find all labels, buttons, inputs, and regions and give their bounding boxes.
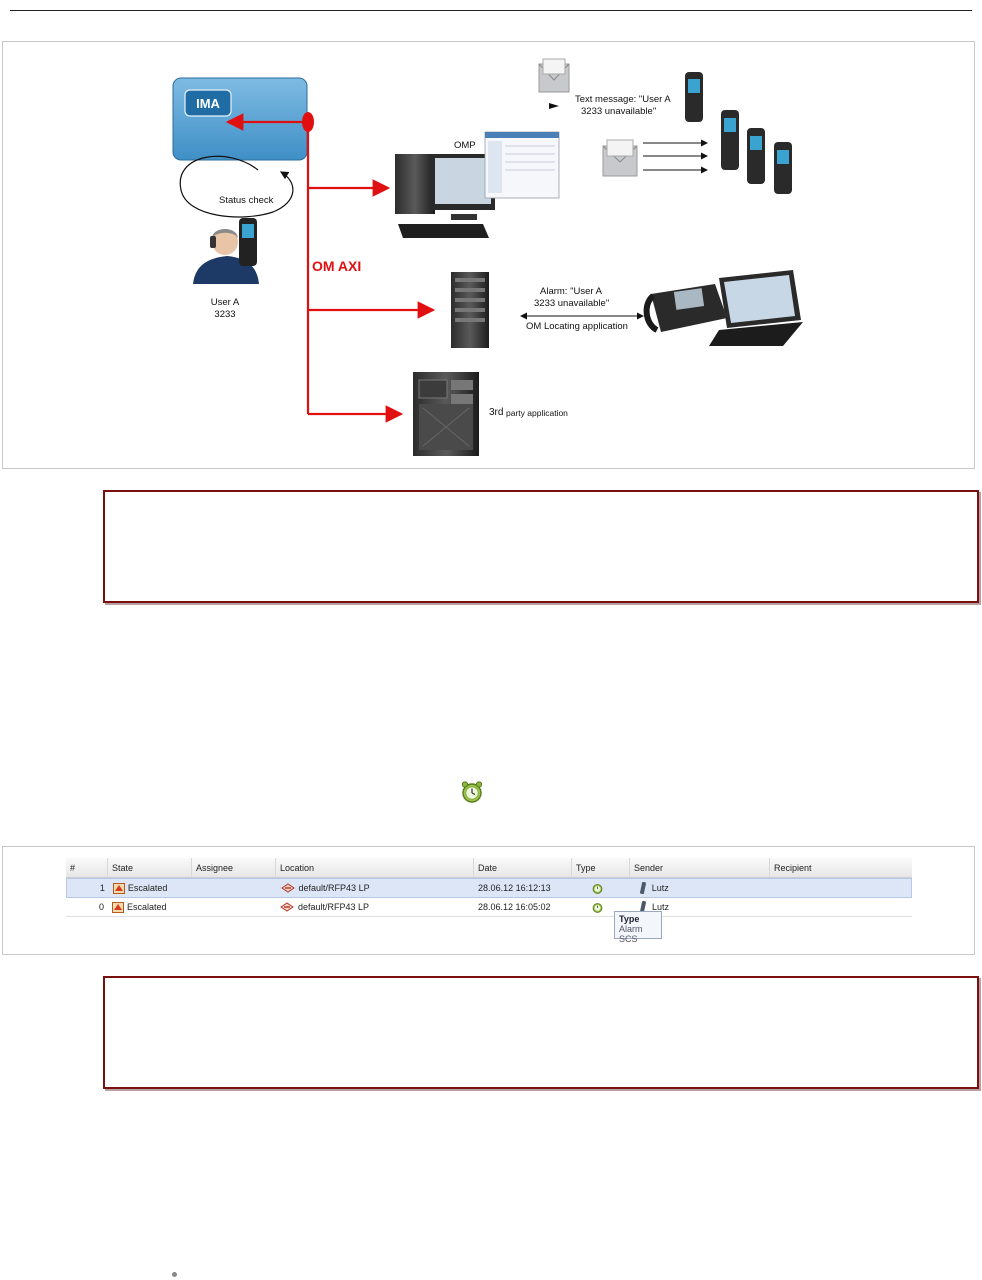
text-message-line2: 3233 unavailable" [581,106,656,117]
status-check-arrow [179,155,294,218]
row-location-label: default/RFP43 LP [298,902,370,912]
row-sender-label: Lutz [651,883,669,893]
user-a-number: 3233 [214,309,235,320]
row-number: 0 [98,902,104,912]
escalated-state-icon [112,882,125,894]
alarm-clock-icon [592,883,603,894]
grid-header: # State Assignee Location Date Type Send… [66,858,912,878]
col-assignee[interactable]: Assignee [192,858,276,877]
handset-icon [640,901,646,913]
col-date[interactable]: Date [474,858,572,877]
tooltip-value: Alarm SCS [619,924,643,944]
alarm-line1: Alarm: "User A [540,286,603,297]
ima-badge [184,89,232,117]
row-state-label: Escalated [127,883,168,893]
user-a-name: User A [211,297,240,308]
table-row[interactable]: 1 Escalated default/RFP43 LP 28.06.12 16… [66,878,912,898]
desk-phone-icon [643,284,727,333]
locating-server [451,272,489,348]
third-party-server [413,372,479,456]
handset-icon [774,142,792,194]
envelope-icon [602,139,638,177]
diagram-figure: IMA OM AXI Status check User A 3233 [2,41,975,469]
row-location-label: default/RFP43 LP [298,883,370,893]
col-location[interactable]: Location [276,858,474,877]
row-sender-label: Lutz [652,902,670,912]
list-bullet [172,1272,177,1277]
alarm-clock-icon [592,902,603,913]
row-state-label: Escalated [127,902,167,912]
third-party-label: party application [506,408,568,418]
row-date: 28.06.12 16:05:02 [478,902,551,912]
row-sender: Lutz [630,882,770,894]
row-location: default/RFP43 LP [276,902,474,912]
ima-label: IMA [196,96,220,111]
status-check-label: Status check [219,195,274,206]
third-party-sup: 3rd [489,407,503,418]
omp-workstation [395,131,560,238]
col-sender[interactable]: Sender [630,858,770,877]
alarm-line2: 3233 unavailable" [534,298,609,309]
escalated-state-icon [112,901,124,913]
row-sender: Lutz [630,901,770,913]
type-tooltip: Type Alarm SCS [614,911,662,944]
note-box-2 [103,976,979,1089]
row-number: 1 [99,883,105,893]
col-state[interactable]: State [108,858,192,877]
row-type [572,883,630,894]
row-state: Escalated [109,882,193,894]
note-box-1 [103,490,979,603]
row-state: Escalated [108,901,192,913]
om-axi-diagram: IMA OM AXI Status check User A 3233 [172,58,803,456]
handset-icon [639,882,646,894]
location-icon [280,902,294,912]
col-type[interactable]: Type [572,858,630,877]
location-icon [280,883,295,893]
alarm-clock-icon [460,780,484,809]
row-type[interactable] [572,902,630,913]
col-number[interactable]: # [66,858,108,877]
axi-connector-dot [302,112,314,132]
handset-icon [747,128,765,184]
handset-icon [685,72,703,122]
handset-icon [721,110,739,170]
col-recipient[interactable]: Recipient [774,863,812,873]
row-location: default/RFP43 LP [277,883,475,893]
tooltip-title: Type [619,914,640,924]
row-date: 28.06.12 16:12:13 [478,883,551,893]
envelope-icon [538,58,570,93]
table-row[interactable]: 0 Escalated default/RFP43 LP 28.06.12 16… [66,898,912,917]
alarm-grid: # State Assignee Location Date Type Send… [66,858,912,917]
text-message-line1: Text message: "User A [575,94,671,105]
locating-label: OM Locating application [526,321,628,332]
laptop-icon [709,270,803,346]
om-axi-label: OM AXI [312,258,361,274]
user-a-figure [193,218,259,284]
page-header-rule [10,10,972,11]
omp-label: OMP [454,140,476,151]
